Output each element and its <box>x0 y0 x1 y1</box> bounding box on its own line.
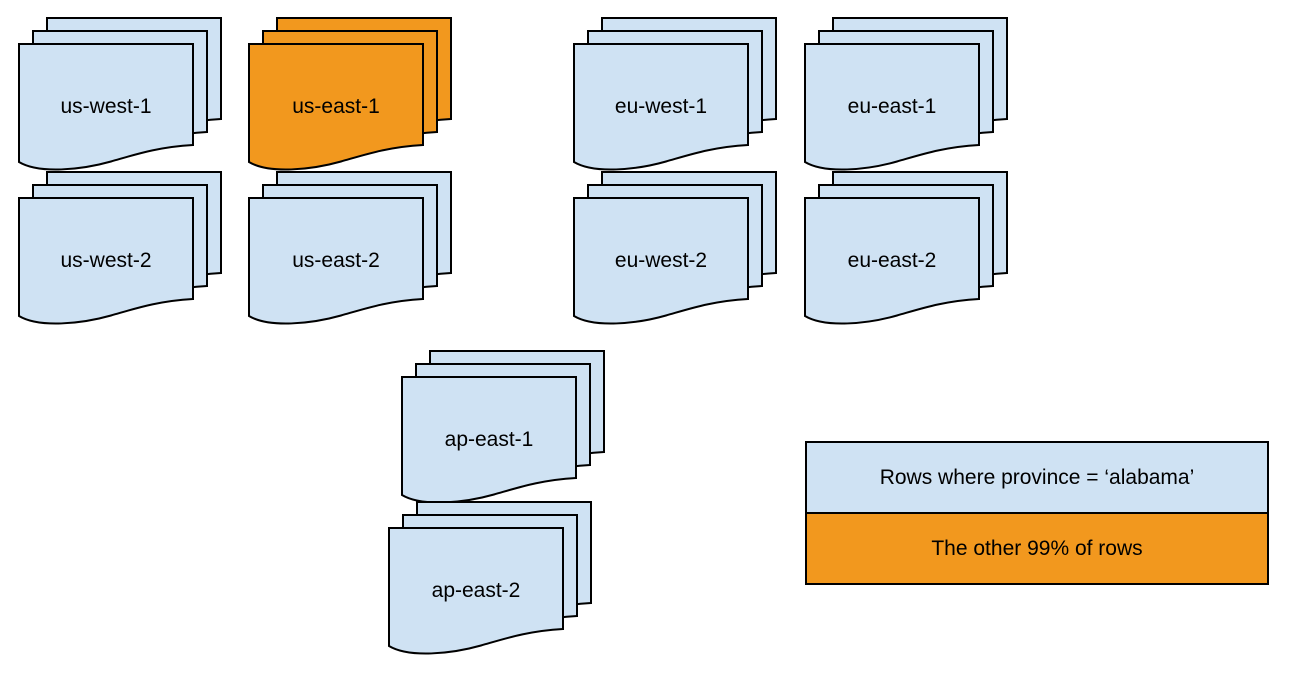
document-stack-graphic <box>804 171 1008 325</box>
doc-stack-eu-west-1: eu-west-1 <box>573 17 777 172</box>
legend: Rows where province = ‘alabama’ The othe… <box>805 441 1269 585</box>
legend-item-other-rows: The other 99% of rows <box>807 512 1267 583</box>
document-stack-graphic <box>401 350 605 504</box>
doc-stack-us-west-1: us-west-1 <box>18 17 222 172</box>
document-stack-graphic <box>573 17 777 171</box>
document-stack-graphic <box>248 171 452 325</box>
doc-stack-eu-east-2: eu-east-2 <box>804 171 1008 326</box>
legend-item-label: The other 99% of rows <box>931 536 1143 560</box>
doc-stack-ap-east-2: ap-east-2 <box>388 501 592 656</box>
document-stack-graphic <box>573 171 777 325</box>
doc-stack-eu-east-1: eu-east-1 <box>804 17 1008 172</box>
doc-stack-us-east-1: us-east-1 <box>248 17 452 172</box>
document-stack-graphic <box>388 501 592 655</box>
document-stack-graphic <box>248 17 452 171</box>
doc-stack-us-east-2: us-east-2 <box>248 171 452 326</box>
document-stack-graphic <box>18 171 222 325</box>
document-stack-graphic <box>18 17 222 171</box>
document-stack-graphic <box>804 17 1008 171</box>
doc-stack-eu-west-2: eu-west-2 <box>573 171 777 326</box>
doc-stack-us-west-2: us-west-2 <box>18 171 222 326</box>
legend-item-label: Rows where province = ‘alabama’ <box>879 465 1195 489</box>
legend-item-alabama-rows: Rows where province = ‘alabama’ <box>807 443 1267 512</box>
doc-stack-ap-east-1: ap-east-1 <box>401 350 605 505</box>
